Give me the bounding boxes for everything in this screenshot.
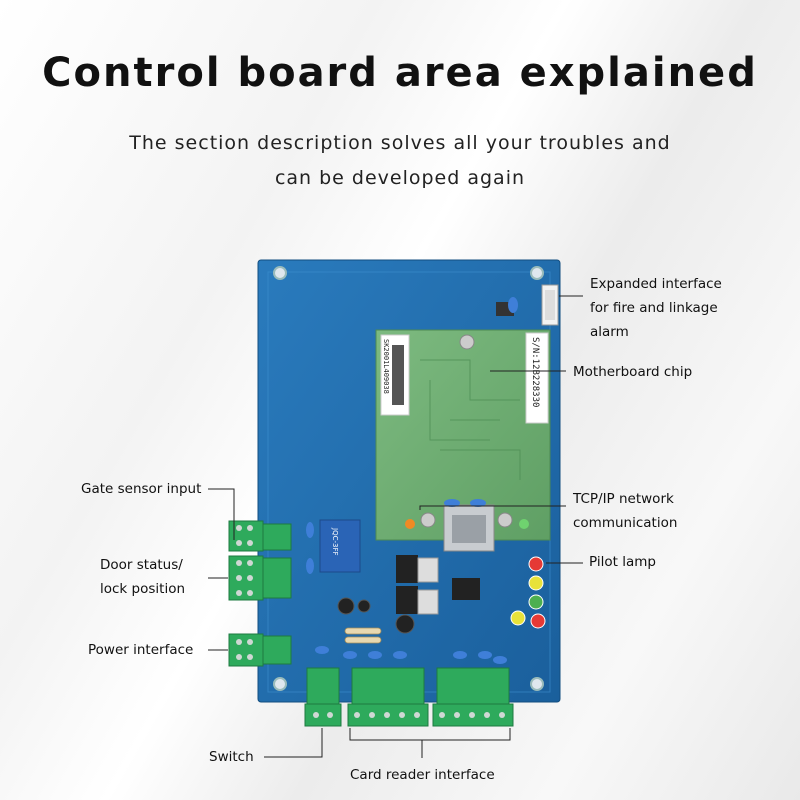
terminal-switch (304, 667, 342, 727)
callout-tcpip: TCP/IP network communication (573, 491, 678, 531)
page-title: Control board area explained (42, 50, 758, 96)
page-subtitle: The section description solves all your … (0, 126, 800, 196)
mounting-holes (273, 266, 544, 691)
terminal-gate-sensor (228, 520, 292, 552)
serial-number: S/N:12B228330 (530, 337, 540, 407)
callout-pilot-lamp: Pilot lamp (589, 554, 656, 570)
terminal-power (228, 633, 292, 667)
callout-door-status: Door status/ lock position (100, 557, 186, 597)
model-number: SK2001L409038 (382, 339, 390, 394)
callout-lines (208, 295, 583, 758)
relay (319, 519, 361, 573)
callout-switch: Switch (209, 749, 254, 765)
callout-power: Power interface (88, 642, 194, 658)
callout-fire-alarm: Expanded interface for fire and linkage … (590, 276, 722, 340)
callout-motherboard: Motherboard chip (573, 364, 693, 380)
subtitle-line-1: The section description solves all your … (129, 132, 671, 154)
callout-card-reader: Card reader interface (350, 767, 495, 783)
pilot-lamps (510, 556, 546, 629)
relay-label: JQC-3FF (331, 527, 339, 556)
callout-gate-sensor: Gate sensor input (81, 481, 202, 497)
terminal-door-status (228, 555, 292, 601)
subtitle-line-2: can be developed again (274, 167, 526, 189)
